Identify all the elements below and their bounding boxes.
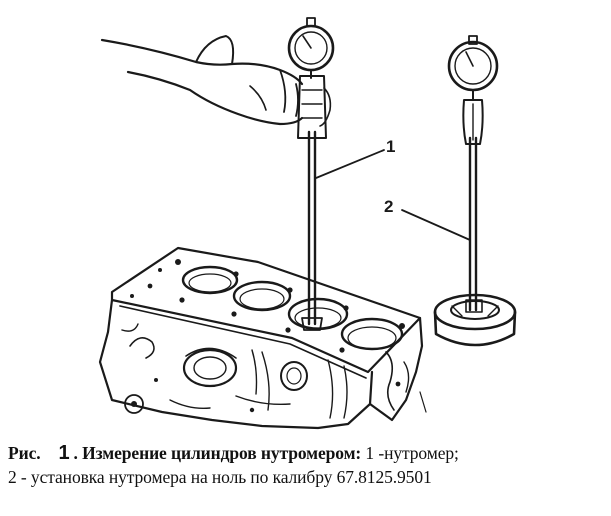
caption-prefix: Рис. — [8, 443, 41, 463]
callout-2: 2 — [384, 197, 471, 241]
deck-holes — [130, 259, 405, 353]
bore-gauge-on-calibrator — [433, 35, 517, 347]
callout-1-label: 1 — [386, 137, 395, 156]
caption-legend-1: 1 -нутромер; — [361, 443, 459, 463]
cylinder-bores — [181, 265, 404, 351]
bore-gauge-in-cylinder — [287, 17, 335, 331]
engine-block — [98, 246, 427, 430]
callout-2-label: 2 — [384, 197, 393, 216]
callout-1: 1 — [315, 137, 395, 179]
calibrator-ring — [433, 293, 517, 347]
caption-line-1: Рис. 1. Измерение цилиндров нутромером: 1… — [8, 441, 603, 465]
hand-holding-gauge — [100, 35, 332, 127]
figure-caption: Рис. 1. Измерение цилиндров нутромером: 1… — [8, 441, 603, 489]
caption-line-2: 2 - установка нутромера на ноль по калиб… — [8, 467, 432, 487]
caption-figure-number: 1 — [58, 442, 70, 464]
caption-title: . Измерение цилиндров нутромером: — [73, 443, 362, 463]
figure-drawing: 1 2 — [98, 17, 517, 430]
block-front-details — [121, 323, 427, 419]
figure-illustration: 1 2 — [98, 17, 517, 430]
